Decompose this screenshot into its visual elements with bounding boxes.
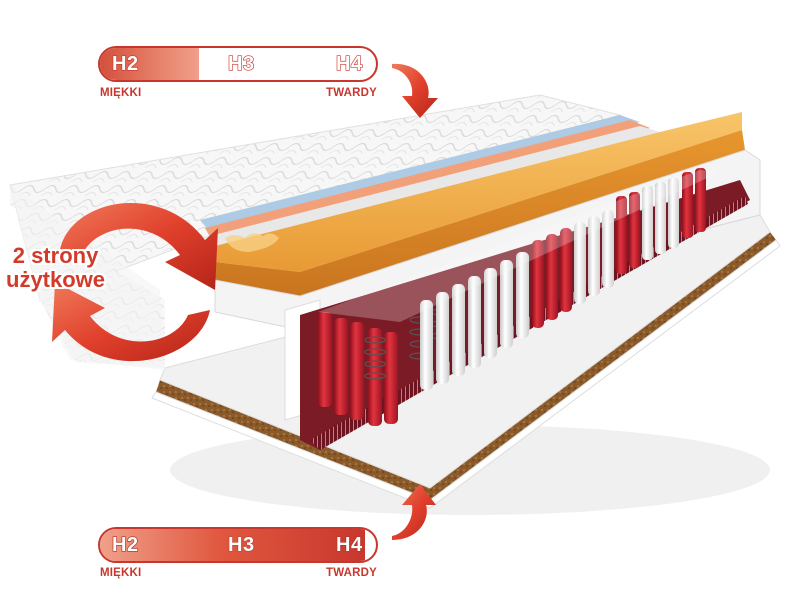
- firmness-fill-top: [100, 48, 200, 80]
- top-arrow-icon: [392, 63, 438, 118]
- bottom-arrow-icon: [392, 484, 436, 540]
- caption-firm-top: TWARDY: [326, 87, 378, 99]
- caption-soft-top: MIĘKKI: [100, 87, 142, 99]
- firmness-scale-bottom: H2 H3 H4: [98, 527, 378, 563]
- level-h2: H2: [111, 52, 139, 75]
- pocket-springs: [318, 168, 720, 426]
- firmness-fill-bottom: [100, 529, 365, 561]
- two-sided-badge: 2 strony użytkowe: [6, 244, 105, 292]
- level-h2: H2: [111, 533, 139, 556]
- caption-firm-bottom: TWARDY: [326, 567, 378, 579]
- firmness-scale-top: H2 H3 H4: [98, 46, 378, 82]
- badge-line-2: użytkowe: [6, 267, 106, 292]
- memory-foam: [215, 112, 742, 272]
- two-sided-rotate-icon: [52, 202, 218, 362]
- level-h3: H3: [228, 534, 255, 556]
- badge-line-1: 2 strony: [12, 243, 99, 268]
- level-h4: H4: [335, 52, 363, 75]
- level-h3: H3: [227, 52, 255, 75]
- caption-soft-bottom: MIĘKKI: [100, 567, 142, 579]
- level-h4: H4: [336, 534, 363, 556]
